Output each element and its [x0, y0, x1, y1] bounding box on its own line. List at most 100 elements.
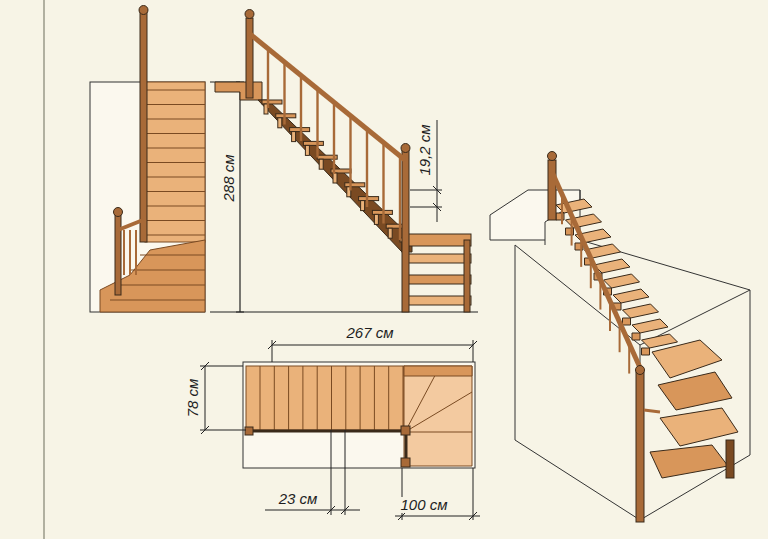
tread-edge — [403, 366, 404, 430]
top-landing — [215, 82, 262, 100]
tread — [345, 183, 365, 187]
dimension-tick — [469, 512, 477, 520]
landing-edge — [404, 366, 472, 376]
baluster — [300, 77, 302, 141]
tread-line — [145, 191, 205, 192]
winder-tread — [405, 234, 471, 246]
corner-post — [464, 240, 470, 312]
tread-line — [145, 220, 205, 221]
winder-tread — [405, 275, 471, 284]
tread-line — [145, 205, 205, 206]
upper-floor — [490, 190, 580, 240]
post-ball — [636, 366, 645, 375]
dimension-line — [205, 366, 206, 430]
flight-face — [145, 82, 205, 242]
post-plan — [401, 458, 410, 467]
newel-post — [402, 150, 409, 312]
tread-edge — [374, 366, 375, 430]
isometric-view — [490, 152, 750, 523]
tread-edge — [260, 366, 261, 430]
tread-line — [145, 104, 205, 105]
tread — [604, 274, 640, 288]
winder-line — [110, 300, 205, 301]
winder-line — [130, 270, 205, 271]
riser — [278, 118, 282, 128]
baluster — [333, 104, 335, 174]
tread — [262, 100, 282, 104]
extension-line — [345, 430, 346, 515]
baluster — [349, 118, 351, 191]
extension-line — [473, 340, 474, 362]
lower-rail — [644, 410, 660, 412]
post-ball — [139, 6, 148, 15]
tread-line — [145, 234, 205, 235]
tread-edge — [360, 366, 361, 430]
winder-tread — [650, 445, 728, 478]
dimension-tick — [433, 186, 441, 194]
newel-post — [636, 372, 644, 522]
plan-view — [200, 340, 480, 520]
wall-line — [545, 240, 546, 245]
baluster — [619, 324, 621, 352]
post-ball — [114, 208, 123, 217]
lower-post — [115, 215, 121, 295]
dimension-label: 78 см — [185, 377, 201, 420]
handrail-plan — [405, 431, 408, 462]
tread-edge — [274, 366, 275, 430]
tread-edge — [288, 366, 289, 430]
dimension-line — [272, 345, 473, 346]
winder-line — [120, 285, 205, 286]
dimension-tick — [327, 506, 335, 514]
baluster — [561, 196, 563, 224]
baluster — [283, 64, 285, 124]
winder-tread — [658, 372, 732, 410]
dimension-tick — [201, 362, 209, 370]
side-view — [90, 6, 205, 313]
extension-line — [473, 468, 474, 520]
tread — [642, 334, 678, 348]
stringer — [258, 100, 412, 252]
tread-edge — [302, 366, 303, 430]
winder-tread — [405, 296, 471, 305]
newel-post — [140, 10, 147, 242]
winder-line — [140, 255, 205, 256]
baluster — [382, 145, 384, 224]
baluster — [366, 131, 368, 207]
tread-line — [145, 133, 205, 134]
tread-line — [145, 147, 205, 148]
dimension-tick — [341, 506, 349, 514]
dimension-tick — [469, 341, 477, 349]
baluster — [599, 282, 601, 310]
riser — [623, 318, 631, 325]
support — [726, 440, 734, 478]
post-ball — [245, 10, 254, 19]
dimension-label: 100 см — [399, 497, 450, 513]
dimension-tick — [398, 512, 406, 520]
dimension-label: 267 см — [345, 325, 396, 341]
dimension-tick — [268, 341, 276, 349]
tread-edge — [317, 366, 318, 430]
tread — [359, 197, 379, 201]
tread — [303, 141, 323, 145]
riser — [388, 228, 392, 238]
extension-line — [200, 430, 246, 431]
handrail-plan — [248, 430, 406, 433]
riser — [333, 173, 337, 183]
baluster — [628, 346, 630, 374]
flight-plan — [246, 366, 404, 430]
post-plan — [245, 427, 253, 435]
baluster — [580, 239, 582, 267]
tread-edge — [388, 366, 389, 430]
post-plan — [401, 426, 410, 435]
riser — [305, 145, 309, 155]
riser — [319, 159, 323, 169]
dimension-label: 23 см — [277, 491, 320, 507]
floor-line — [210, 311, 478, 312]
tread-line — [145, 118, 205, 119]
handrail — [552, 172, 642, 372]
dimension-tick — [433, 203, 441, 211]
tread-line — [145, 89, 205, 90]
winder-tread — [405, 254, 471, 263]
baluster — [129, 230, 131, 275]
post-ball — [548, 152, 557, 161]
